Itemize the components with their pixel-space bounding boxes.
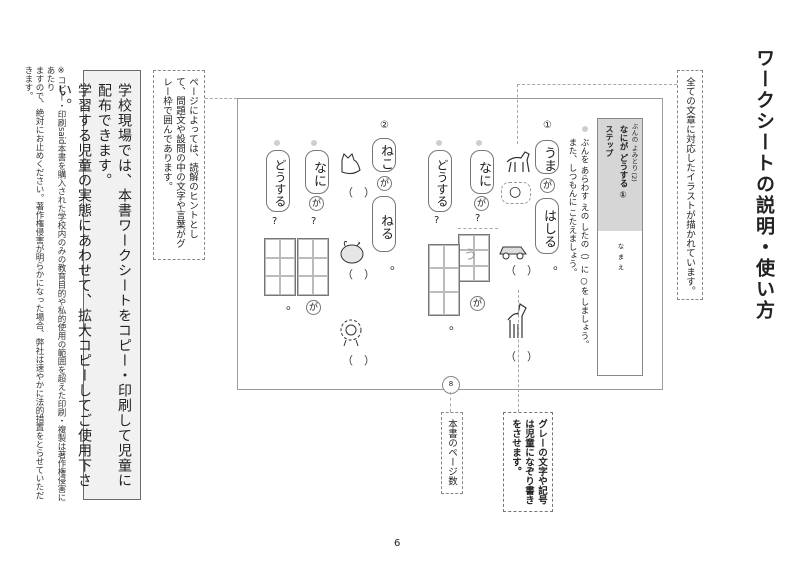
- q1-horse-paren: （ ）: [505, 350, 538, 363]
- page-number: 6: [394, 538, 401, 549]
- lion-illustration-icon: [340, 319, 362, 347]
- worksheet-header: ぶんの よみとり (2) なにが どうする ① ステップ なまえ: [597, 118, 643, 376]
- notice-line-1: 学校現場では、本書ワークシートをコピー・印刷して児童に配布できます。: [96, 83, 132, 488]
- q2-cat-paren: （ ）: [342, 186, 375, 199]
- callout-illustration: 全ての文章に対応したイラストが描かれています。: [677, 70, 703, 300]
- callout-page-count: 本書のページ数: [441, 412, 463, 494]
- q1-nani: なに: [470, 150, 494, 194]
- callout-illustration-text: 全ての文章に対応したイラストが描かれています。: [684, 77, 695, 296]
- worksheet-step: ステップ: [605, 125, 614, 157]
- callout-hint-text: ページによっては、読解のヒントとして、問題文や設問の中の文字や言葉がグレー枠で囲…: [161, 77, 198, 248]
- callout-gray-text-text: グレーの文字や記号は児童になぞり書きをさせます。: [510, 419, 547, 505]
- q1-period: 。: [553, 258, 566, 272]
- copyright-footnote: ※コピー・印刷said本書を購入された学校内のみの教育目的や私的使用の範囲を超え…: [22, 66, 66, 506]
- q2-nani-qmark: ?: [311, 216, 317, 227]
- q2-doushiru-answer-grid[interactable]: [264, 238, 296, 296]
- callout-hint: ページによっては、読解のヒントとして、問題文や設問の中の文字や言葉がグレー枠で囲…: [153, 70, 205, 260]
- q2-doushiru-qmark: ?: [272, 216, 278, 227]
- q1-doushiru-answer-grid[interactable]: [428, 244, 460, 316]
- q2-nani-particle: が: [309, 196, 324, 211]
- usage-notice: 学校現場では、本書ワークシートをコピー・印刷して児童に配布できます。 学習する児…: [56, 70, 141, 500]
- worksheet-title: なにが どうする ①: [618, 125, 628, 201]
- q2-answer-period: 。: [286, 298, 299, 312]
- q2-period: 。: [390, 258, 403, 272]
- worksheet-subject: ぶんの よみとり (2): [630, 123, 638, 182]
- q1-answer-particle: が: [470, 296, 485, 311]
- cat-illustration-icon: [341, 152, 361, 175]
- q2-subject: ねこ: [372, 138, 396, 172]
- q2-doushiru: どうする: [266, 150, 290, 212]
- callout-page-count-text: 本書のページ数: [446, 419, 457, 486]
- car-illustration-icon: [499, 246, 527, 260]
- q2-verb: ねる: [372, 196, 396, 252]
- q2-particle: が: [377, 176, 392, 191]
- callout-gray-text: グレーの文字や記号は児童になぞり書きをさせます。: [503, 412, 553, 512]
- q1-verb: はしる: [535, 198, 559, 254]
- q1-particle: が: [540, 178, 555, 193]
- q2-number: ②: [380, 120, 389, 131]
- footnote-line-2: ますので、絶対にお止めください。著作権侵害が明らかになった場合、弊社は速やかに法…: [23, 66, 44, 500]
- horse-standing-illustration-icon: [507, 303, 527, 338]
- instruction-line-2: また、しつもんに こたえましょう。: [567, 138, 577, 277]
- notice-line-2: 学習する児童の実態にあわせて、拡大コピーしてご使用下さい。: [56, 83, 92, 488]
- instruction-line-1: ぶんを あらわす えの したの（）に ○を しましょう。: [579, 138, 589, 349]
- q1-car-paren: （ ）: [505, 264, 538, 277]
- footnote-line-1: ※コピー・印刷said本書を購入された学校内のみの教育目的や私的使用の範囲を超え…: [45, 66, 66, 502]
- rabbit-illustration-icon: [340, 241, 364, 264]
- q1-subject: うま: [535, 140, 559, 174]
- q2-answer-particle: が: [306, 300, 321, 315]
- q2-nani-answer-grid[interactable]: [297, 238, 329, 296]
- q1-nani-qmark: ?: [475, 213, 481, 224]
- q1-number: ①: [543, 120, 552, 131]
- q2-rabbit-paren: （ ）: [342, 268, 375, 281]
- worksheet-instruction: ぶんを あらわす えの したの（）に ○を しましょう。 また、しつもんに こた…: [566, 138, 590, 358]
- page-title: ワークシートの説明・使い方: [753, 48, 775, 321]
- q1-answer-box: [501, 182, 531, 204]
- q1-answer-period: 。: [449, 318, 462, 332]
- horse-illustration-icon: [506, 151, 530, 173]
- q1-answer-hint: う: [464, 248, 478, 263]
- worksheet-page-number: 8: [442, 376, 460, 394]
- q1-doushiru: どうする: [428, 150, 452, 212]
- q1-doushiru-qmark: ?: [434, 215, 440, 226]
- name-label: なまえ: [616, 243, 624, 275]
- q2-lion-paren: （ ）: [342, 354, 375, 367]
- q2-nani: なに: [305, 150, 329, 194]
- q1-nani-particle: が: [474, 196, 489, 211]
- q1-circle-mark: ○: [509, 184, 522, 200]
